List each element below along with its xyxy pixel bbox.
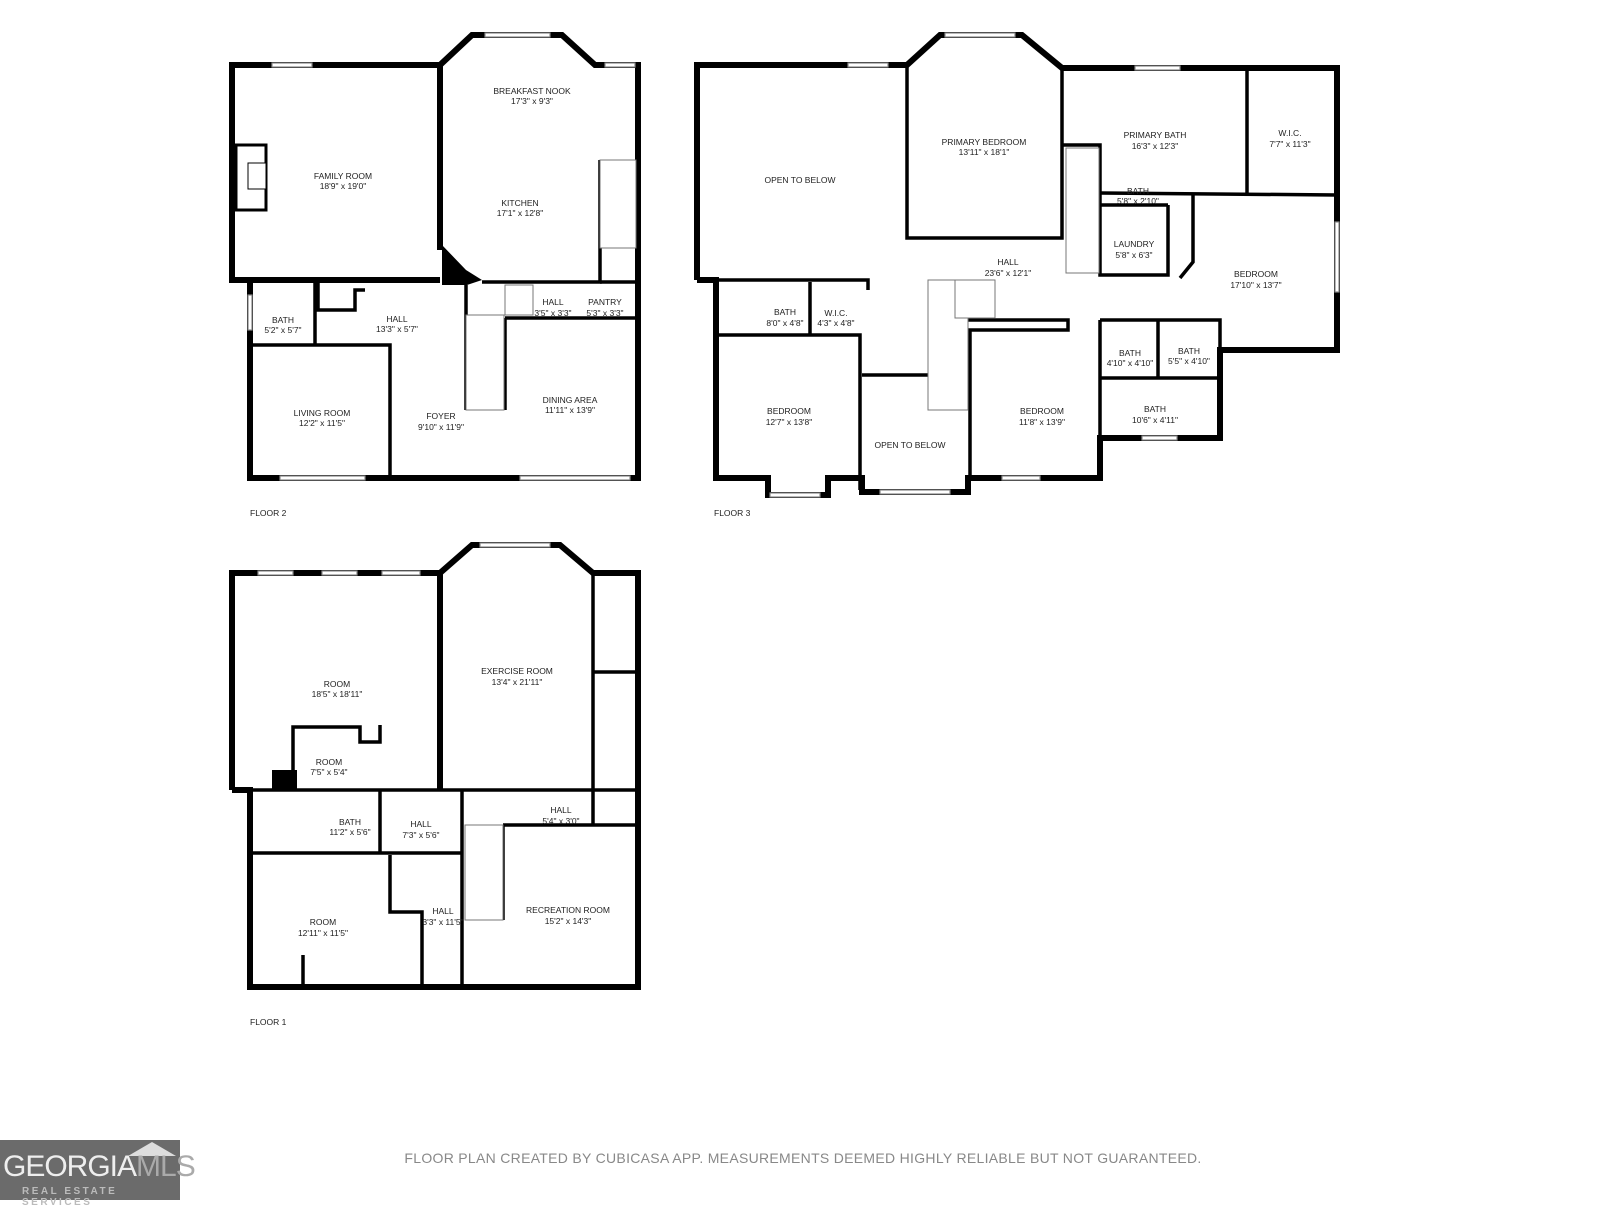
room-name: OPEN TO BELOW [874,440,945,450]
room-dims: 18'9" x 19'0" [320,181,367,191]
disclaimer-text: FLOOR PLAN CREATED BY CUBICASA APP. MEAS… [404,1150,1202,1166]
room-dims: 5'5" x 4'10" [1168,356,1210,366]
room-name: PRIMARY BATH [1124,130,1187,140]
room-dims: 12'2" x 11'5" [299,418,345,428]
room-name: FOYER [426,411,455,421]
room-dims: 13'3" x 5'7" [376,324,418,334]
room-name: BATH [1119,348,1141,358]
room-name: LAUNDRY [1114,239,1155,249]
room-dims: 10'6" x 4'11" [1132,415,1178,425]
room-name: EXERCISE ROOM [481,666,553,676]
room-dims: 18'5" x 18'11" [312,689,363,699]
floor-label: FLOOR 2 [250,508,287,518]
room-dims: 17'3" x 9'3" [511,96,553,106]
georgia-mls-logo: GEORGIAMLS REAL ESTATE SERVICES [0,1140,196,1208]
room-dims: 5'3" x 3'3" [586,308,623,318]
room-name: HALL [432,906,454,916]
room-name: BEDROOM [1020,406,1064,416]
room-name: BATH [1144,404,1166,414]
room-dims: 7'7" x 11'3" [1269,139,1310,149]
room-name: ROOM [316,757,342,767]
room-name: HALL [386,314,408,324]
room-name: BREAKFAST NOOK [493,86,571,96]
room-name: HALL [550,805,572,815]
room-dims: 11'11" x 13'9" [545,405,595,415]
floor-2-plan [229,32,641,481]
room-dims: 12'7" x 13'8" [766,417,813,427]
room-dims: 5'4" x 3'0" [542,816,579,826]
logo-wordmark: GEORGIAMLS [3,1150,196,1183]
room-dims: 4'10" x 4'10" [1107,358,1154,368]
room-name: BATH [339,817,361,827]
room-dims: 7'5" x 5'4" [310,767,347,777]
room-dims: 8'0" x 4'8" [766,318,803,328]
room-dims: 5'2" x 5'7" [264,325,301,335]
room-name: BATH [272,315,294,325]
room-dims: 3'3" x 11'5" [422,917,463,927]
room-dims: 4'3" x 4'8" [817,318,854,328]
room-dims: 23'6" x 12'1" [985,268,1032,278]
room-dims: 7'3" x 5'6" [402,830,439,840]
floor-2-labels: BREAKFAST NOOK 17'3" x 9'3" FAMILY ROOM … [250,86,624,518]
logo-tagline: REAL ESTATE SERVICES [22,1186,118,1208]
room-name: HALL [542,297,564,307]
room-name: PRIMARY BEDROOM [942,137,1027,147]
room-name: BATH [774,307,796,317]
roof-icon [128,1142,176,1156]
room-dims: 3'5" x 3'3" [534,308,571,318]
room-name: LIVING ROOM [294,408,351,418]
floor-label: FLOOR 1 [250,1017,287,1027]
room-name: RECREATION ROOM [526,905,610,915]
floor-1-labels: ROOM 18'5" x 18'11" EXERCISE ROOM 13'4" … [250,666,610,1027]
room-name: ROOM [310,917,336,927]
room-name: HALL [410,819,432,829]
room-name: OPEN TO BELOW [764,175,835,185]
floor-label: FLOOR 3 [714,508,751,518]
room-name: BATH [1178,346,1200,356]
room-dims: 9'10" x 11'9" [418,422,464,432]
room-name: ROOM [324,679,350,689]
floor-3-plan [694,32,1340,498]
room-dims: 13'11" x 18'1" [959,147,1010,157]
room-name: DINING AREA [543,395,598,405]
room-dims: 11'8" x 13'9" [1019,417,1065,427]
room-name: HALL [997,257,1019,267]
room-name: KITCHEN [501,198,538,208]
room-dims: 17'1" x 12'8" [497,208,544,218]
room-name: BATH [1127,186,1149,196]
room-name: BEDROOM [767,406,811,416]
room-dims: 16'3" x 12'3" [1132,141,1179,151]
room-dims: 13'4" x 21'11" [492,677,543,687]
room-dims: 12'11" x 11'5" [298,928,348,938]
room-dims: 5'8" x 2'10" [1117,196,1159,206]
room-dims: 5'8" x 6'3" [1115,250,1152,260]
room-name: BEDROOM [1234,269,1278,279]
room-dims: 11'2" x 5'6" [329,827,370,837]
room-name: PANTRY [588,297,622,307]
floor-3-labels: OPEN TO BELOW PRIMARY BEDROOM 13'11" x 1… [714,128,1311,518]
room-dims: 17'10" x 13'7" [1230,280,1281,290]
room-name: W.I.C. [1278,128,1301,138]
room-dims: 15'2" x 14'3" [545,916,592,926]
floor-1-plan [229,542,641,990]
room-name: W.I.C. [824,308,847,318]
room-name: FAMILY ROOM [314,171,372,181]
